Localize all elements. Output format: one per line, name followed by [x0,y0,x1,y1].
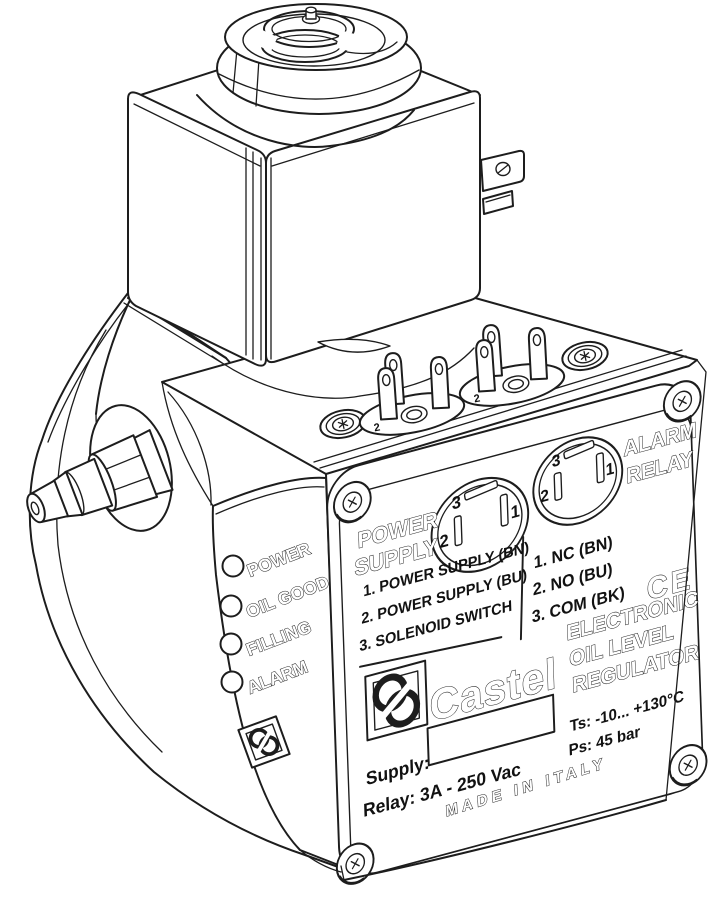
knob-skirt-parting-line [218,69,420,100]
inlet-fitting [26,391,212,532]
connector-base-pin2-marking: 2 [373,421,381,434]
slot-pin2 [453,515,463,547]
slot-pin2 [553,471,563,501]
alarm-relay-connector-diagram: 3 2 1 [532,436,624,526]
coil-right-bevel [271,102,475,167]
solenoid-coil [127,3,525,399]
top-face-front-bevel-1 [319,355,687,469]
pin1-number: 1 [605,459,614,480]
pin1-number: 1 [510,500,520,523]
coil-cable-tab-lower [482,190,514,215]
connector-base-pin2-marking: 2 [473,392,481,405]
alarm-pin-front [474,338,496,393]
led-facet-top-bevel [215,486,325,515]
led-oil-good [219,594,243,618]
body-wing-inner-curve [95,299,131,415]
knob-coil-interface [196,94,415,148]
pin3-number: 3 [451,491,461,514]
slot-pin3 [463,479,499,501]
top-face-left-corner-edge [161,381,214,507]
bottom-sliver [343,799,667,881]
right-side-sliver [665,359,707,801]
knob-s-gap-left [256,30,278,52]
facet-mini-logo [237,715,291,769]
top-hardware: 2 2 [316,323,612,443]
slot-pin1 [595,452,605,484]
body-lobe-inner-arc [56,329,163,753]
bottom-left-foot [299,849,345,881]
knob-spiral-arm [346,41,398,55]
connector-center-hole-inner [406,409,423,420]
body-wing-outer-line [47,297,134,443]
coil-left-bevel [133,103,261,167]
coil-mount-lens [317,338,391,353]
fitting-assembly [26,429,174,524]
led-alarm [220,670,244,694]
pin3-number: 3 [551,451,560,472]
supply-writein-box [426,693,556,767]
body-edge-slivers [299,359,707,881]
knob-s-gap-right [335,30,358,53]
pin2-number: 2 [439,529,449,552]
slot-pin1 [499,493,509,527]
body-crease-arc [167,391,212,506]
coil-cable-tab-lower-line [485,194,511,203]
coil-mount-curve-left [211,355,361,399]
led-power [221,554,245,578]
led-filling [219,632,243,656]
coil-cable-tab-screw-slot [497,164,509,174]
slot-pin3 [563,439,595,460]
pin-list-divider [519,536,525,641]
fitting-tip-hole [30,501,40,516]
alarm-pin-right [527,326,548,381]
connector-center-hole-inner [507,378,525,390]
power-pin-front [376,366,398,421]
power-pin-right [429,355,450,410]
coil-right-face [265,90,481,364]
pin2-number: 2 [540,486,549,507]
front-label-panel: 3 2 1 3 2 1 POWER SUPPLY ALARM RELAY 1. … [326,375,709,890]
knob-nub-top [305,6,317,14]
top-face-back-left-edge-bevel [123,302,223,364]
power-supply-connector-diagram: 3 2 1 [430,476,530,573]
label-rule [359,636,503,668]
